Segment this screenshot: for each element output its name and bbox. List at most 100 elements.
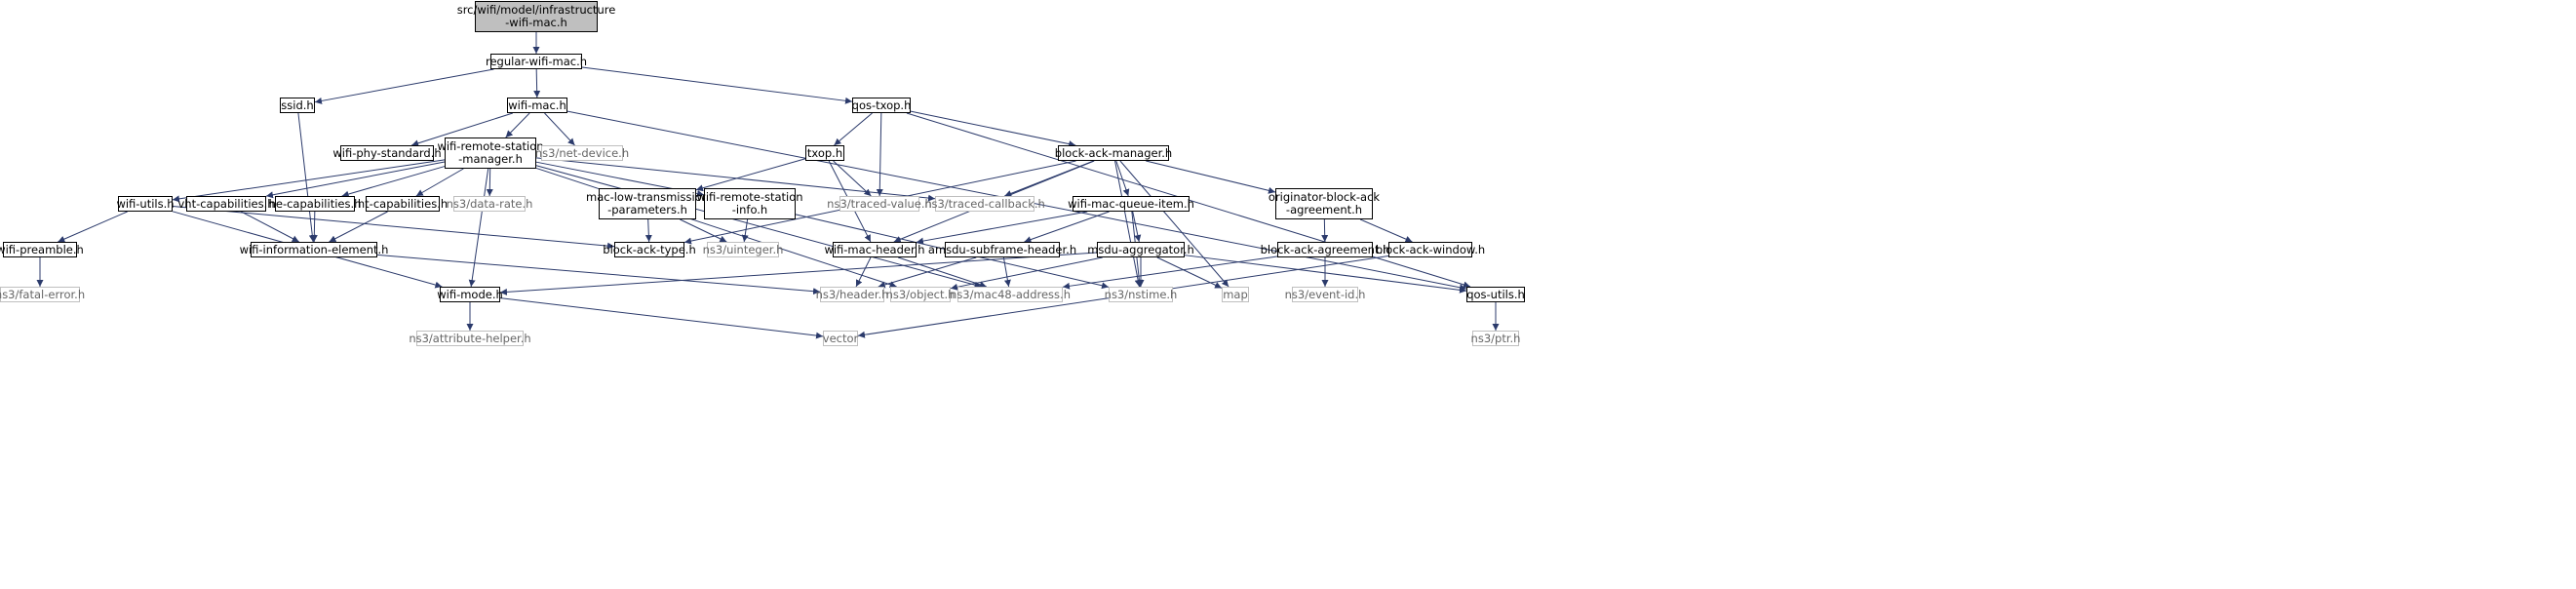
node-wutils[interactable]: wifi-utils.h	[116, 196, 175, 212]
node-txop[interactable]: txop.h	[805, 145, 844, 161]
edge-wmqi-to-amsdu	[1024, 211, 1110, 243]
node-label: block-ack-type.h	[603, 242, 696, 256]
edge-rsm-to-vht	[265, 161, 446, 199]
node-label: wifi-utils.h	[116, 196, 175, 211]
node-amsdu[interactable]: amsdu-subframe-header.h	[928, 242, 1076, 257]
node-label: block-ack-window.h	[1375, 242, 1486, 256]
node-label: ns3/fatal-error.h	[0, 287, 86, 301]
node-msdu[interactable]: msdu-aggregator.h	[1087, 242, 1194, 257]
node-header: ns3/header.h	[816, 287, 888, 302]
node-fatal: ns3/fatal-error.h	[0, 287, 85, 302]
node-bam[interactable]: block-ack-manager.h	[1054, 145, 1173, 161]
node-oba[interactable]: originator-block-ack-agreement.h	[1268, 188, 1380, 219]
node-rsi[interactable]: wifi-remote-station-info.h	[696, 188, 803, 219]
node-label: mac-low-transmission	[586, 190, 709, 204]
node-ht[interactable]: ht-capabilities.h	[358, 196, 448, 212]
node-label: wifi-mac-queue-item.h	[1068, 196, 1194, 211]
node-tracedcb: ns3/traced-callback.h	[924, 196, 1045, 212]
node-label: -parameters.h	[607, 203, 687, 216]
node-baa[interactable]: block-ack-agreement.h	[1261, 242, 1389, 257]
node-label: vht-capabilities.h	[177, 196, 275, 211]
node-wmh[interactable]: wifi-mac-header.h	[824, 242, 925, 257]
edge-wie-to-header	[376, 254, 821, 295]
edge-bam-to-oba	[1146, 160, 1276, 194]
node-label: qos-utils.h	[1466, 287, 1525, 301]
node-label: regular-wifi-mac.h	[485, 54, 588, 68]
node-mltp[interactable]: mac-low-transmission-parameters.h	[586, 188, 709, 219]
node-label: wifi-preamble.h	[0, 242, 84, 256]
node-wmode[interactable]: wifi-mode.h	[437, 287, 503, 302]
node-regular[interactable]: regular-wifi-mac.h	[486, 54, 587, 69]
node-tracedval: ns3/traced-value.h	[827, 196, 932, 212]
node-label: wifi-mode.h	[437, 287, 503, 301]
edge-bam-to-wmqi	[1115, 160, 1130, 197]
node-label: ht-capabilities.h	[357, 196, 449, 211]
node-object: ns3/object.h	[886, 287, 955, 302]
node-label: ssid.h	[281, 98, 314, 112]
edge-ht-to-wie	[329, 211, 388, 243]
edge-rsm-to-he	[341, 166, 446, 198]
node-label: wifi-mac.h	[508, 98, 566, 112]
node-label: ns3/traced-value.h	[827, 196, 932, 211]
node-rsm[interactable]: wifi-remote-station-manager.h	[437, 137, 544, 169]
edge-qostxop-to-txop	[834, 112, 873, 146]
node-label: wifi-phy-standard.h	[332, 145, 442, 160]
edge-txop-to-mltp	[695, 158, 806, 192]
node-label: ns3/event-id.h	[1284, 287, 1366, 301]
node-wie[interactable]: wifi-information-element.h	[240, 242, 388, 257]
edge-rsm-to-wutils	[172, 159, 446, 203]
node-vector: vector	[823, 331, 858, 346]
edge-wifimac-to-rsm	[505, 112, 530, 138]
edge-rsm-to-wmode	[468, 168, 489, 288]
node-label: map	[1223, 287, 1248, 301]
edge-qostxop-to-tracedval	[876, 112, 883, 197]
node-ssid[interactable]: ssid.h	[280, 98, 315, 113]
node-qosutils[interactable]: qos-utils.h	[1466, 287, 1525, 302]
edge-rsm-to-datarate	[486, 168, 493, 197]
edge-bam-to-nstime	[1114, 160, 1142, 288]
edge-ssid-to-wie	[297, 112, 316, 243]
node-label: ns3/traced-callback.h	[924, 196, 1045, 211]
node-label: ns3/net-device.h	[534, 145, 630, 160]
node-label: ns3/header.h	[815, 287, 889, 301]
node-label: ns3/mac48-address.h	[950, 287, 1071, 301]
node-label: qos-txop.h	[851, 98, 912, 112]
node-vht[interactable]: vht-capabilities.h	[177, 196, 275, 212]
edge-rsm-to-ht	[415, 168, 464, 197]
edge-amsdu-to-header	[878, 256, 977, 289]
node-label: src/wifi/model/infrastructure	[456, 3, 616, 17]
edge-wifimac-to-netdev	[544, 112, 575, 146]
edge-qostxop-to-bam	[910, 110, 1076, 148]
node-label: ns3/object.h	[885, 287, 956, 301]
node-label: ns3/data-rate.h	[446, 196, 533, 211]
node-label: ns3/ptr.h	[1470, 331, 1521, 345]
node-wifimac[interactable]: wifi-mac.h	[507, 98, 567, 113]
node-wmqi[interactable]: wifi-mac-queue-item.h	[1068, 196, 1194, 212]
node-nstime: ns3/nstime.h	[1105, 287, 1177, 302]
edge-mltp-to-uinteger	[680, 218, 727, 243]
node-baw[interactable]: block-ack-window.h	[1376, 242, 1485, 257]
edge-amsdu-to-mac48	[1002, 256, 1011, 288]
node-eventid: ns3/event-id.h	[1285, 287, 1365, 302]
node-label: -info.h	[731, 203, 768, 216]
node-datarate: ns3/data-rate.h	[447, 196, 532, 212]
edge-regular-to-qostxop	[581, 66, 853, 104]
node-label: vector	[822, 331, 859, 345]
node-root[interactable]: src/wifi/model/infrastructure-wifi-mac.h	[457, 1, 615, 32]
node-phystd[interactable]: wifi-phy-standard.h	[332, 145, 442, 161]
node-preamble[interactable]: wifi-preamble.h	[0, 242, 84, 257]
node-label: msdu-aggregator.h	[1087, 242, 1194, 256]
edge-wmqi-to-msdu	[1132, 211, 1142, 243]
node-label: block-ack-manager.h	[1054, 145, 1173, 160]
edge-msdu-to-wmode	[499, 252, 1098, 295]
edge-txop-to-tracedval	[833, 160, 872, 197]
node-label: amsdu-subframe-header.h	[927, 242, 1077, 256]
node-label: -wifi-mac.h	[505, 16, 567, 29]
node-he[interactable]: he-capabilities.h	[269, 196, 361, 212]
node-label: wifi-remote-station	[696, 190, 803, 204]
node-label: -manager.h	[458, 152, 523, 166]
edge-wmode-to-vector	[499, 297, 824, 339]
node-batype[interactable]: block-ack-type.h	[603, 242, 696, 257]
node-qostxop[interactable]: qos-txop.h	[852, 98, 911, 113]
